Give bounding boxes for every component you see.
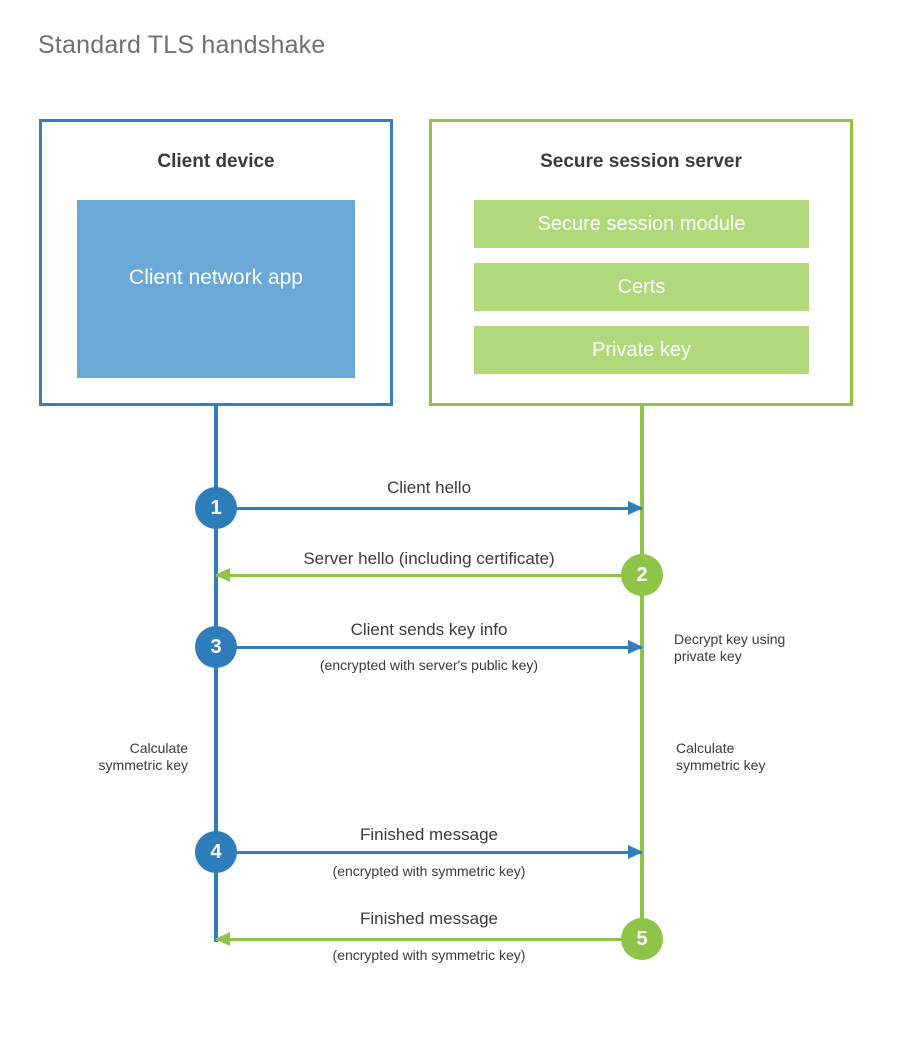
server-component-secure-session-module: Secure session module <box>474 200 809 248</box>
step-5-label: Finished message <box>360 909 498 928</box>
server-component-label: Certs <box>617 275 666 298</box>
step-5-arrow <box>215 932 642 946</box>
client-lifeline <box>214 403 218 942</box>
step-5-marker: 5 <box>621 918 663 960</box>
step-2-arrow <box>215 568 642 582</box>
step-2-marker: 2 <box>621 554 663 596</box>
step-1-arrow <box>216 501 643 515</box>
step-2-label: Server hello (including certificate) <box>303 549 555 568</box>
step-1-marker: 1 <box>195 487 237 529</box>
client-device-box: Client device Client network app <box>39 119 393 406</box>
step-number: 1 <box>210 496 222 519</box>
step-number: 4 <box>210 840 222 863</box>
client-network-app-block: Client network app <box>77 200 355 378</box>
step-3-label: Client sends key info <box>350 620 508 639</box>
server-component-label: Private key <box>592 338 691 361</box>
secure-session-server-title: Secure session server <box>540 151 742 172</box>
client-device-title: Client device <box>157 151 275 172</box>
page-title: Standard TLS handshake <box>38 31 326 59</box>
server-component-certs: Certs <box>474 263 809 311</box>
arrow-head-right-icon <box>628 640 643 654</box>
server-lifeline <box>640 403 644 941</box>
server-component-label: Secure session module <box>537 212 746 235</box>
step-4-arrow <box>216 845 643 859</box>
step-4-sublabel: (encrypted with symmetric key) <box>332 863 526 879</box>
step-4-marker: 4 <box>195 831 237 873</box>
secure-session-server-box: Secure session server Secure session mod… <box>429 119 853 406</box>
step-5-sublabel: (encrypted with symmetric key) <box>332 947 526 963</box>
step-3-sublabel: (encrypted with server's public key) <box>319 657 539 673</box>
step-1-label: Client hello <box>386 478 472 497</box>
step-3-arrow <box>216 640 643 654</box>
step-number: 5 <box>636 927 648 950</box>
step-number: 2 <box>636 563 648 586</box>
server-component-private-key: Private key <box>474 326 809 374</box>
step-number: 3 <box>210 635 222 658</box>
arrow-head-left-icon <box>215 568 230 582</box>
server-calculate-symmetric-key-note: Calculate symmetric key <box>676 740 766 773</box>
arrow-head-left-icon <box>215 932 230 946</box>
arrow-head-right-icon <box>628 501 643 515</box>
step-3-marker: 3 <box>195 626 237 668</box>
client-network-app-label: Client network app <box>129 266 303 289</box>
client-calculate-symmetric-key-note: Calculate symmetric key <box>98 740 188 773</box>
arrow-head-right-icon <box>628 845 643 859</box>
step-4-label: Finished message <box>360 825 498 844</box>
server-decrypt-note: Decrypt key using private key <box>674 631 786 664</box>
